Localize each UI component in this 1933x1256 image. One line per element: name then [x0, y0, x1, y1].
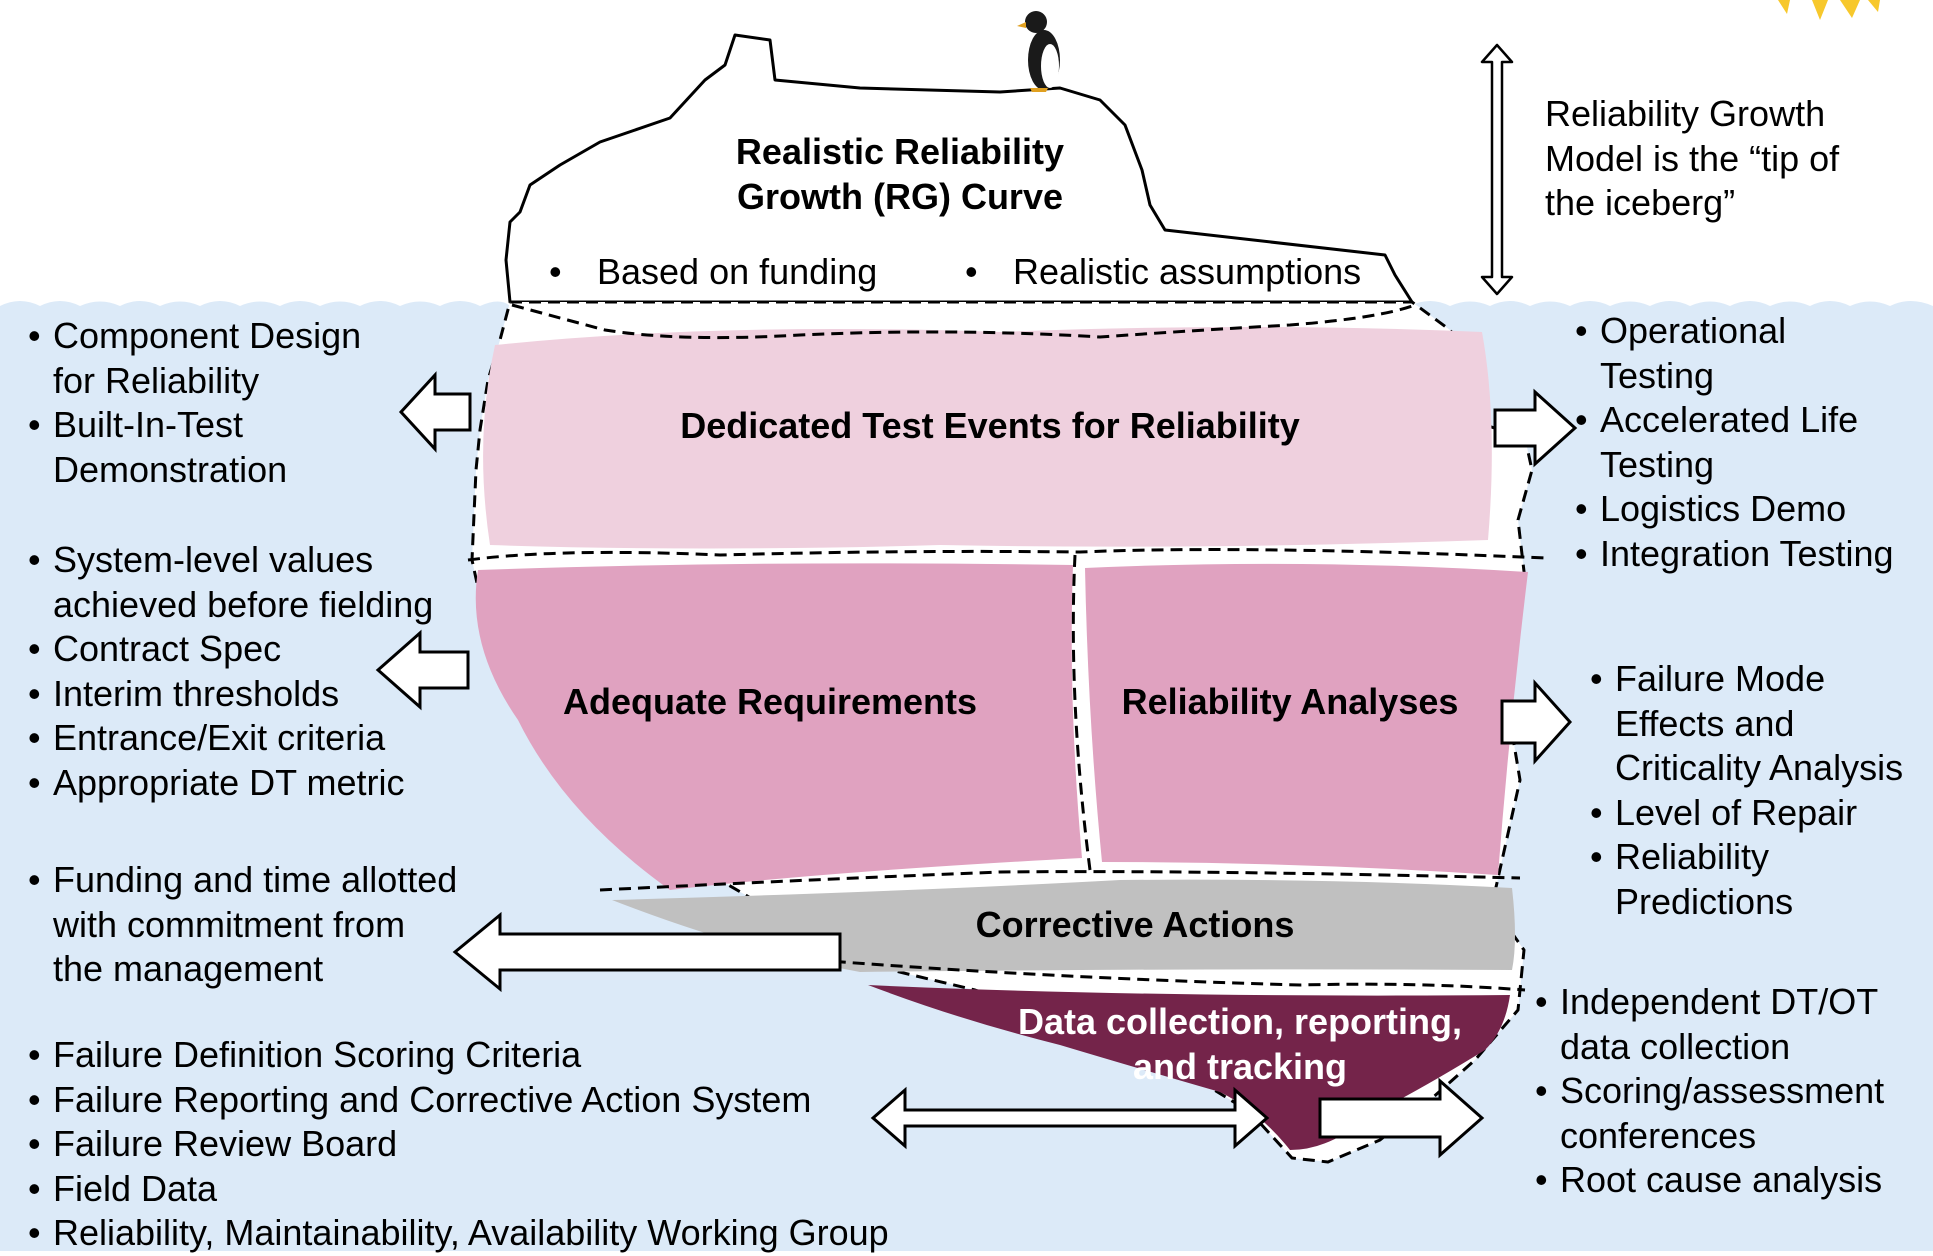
tip-bullet-2: • Realistic assumptions — [965, 250, 1395, 295]
list-item: Integration Testing — [1575, 532, 1894, 577]
dedicated-test-label: Dedicated Test Events for Reliability — [680, 405, 1300, 446]
arrow-left-dedicated — [398, 371, 472, 453]
list-item: Root cause analysis — [1535, 1158, 1884, 1203]
dedicated-test-layer — [483, 327, 1492, 549]
list-item: Contract Spec — [28, 627, 433, 672]
tip-note-line2: Model is the “tip of — [1545, 137, 1840, 179]
adequate-requirements-label: Adequate Requirements — [562, 681, 978, 722]
tip-title-line1: Realistic Reliability — [735, 131, 1065, 172]
requirements-layer — [475, 563, 1082, 890]
arrow-left-corrective — [452, 911, 842, 993]
reliability-analyses-label: Reliability Analyses — [1121, 681, 1459, 722]
iceberg-tip — [504, 33, 1414, 304]
list-item: Appropriate DT metric — [28, 761, 433, 806]
tip-bullet-1-text: Based on funding — [597, 251, 878, 292]
tip-title: Realistic Reliability Growth (RG) Curve — [680, 130, 1120, 219]
arrow-right-analyses — [1500, 679, 1573, 765]
list-item: Field Data — [28, 1167, 889, 1212]
data-collection-label: Data collection, reporting, and tracking — [980, 1000, 1500, 1089]
sun-icon — [1778, 0, 1880, 20]
analyses-layer — [1085, 563, 1528, 875]
list-item: Failure Definition Scoring Criteria — [28, 1033, 889, 1078]
list-item: Failure Review Board — [28, 1122, 889, 1167]
penguin-icon — [1017, 11, 1060, 92]
list-item: Failure Reporting and Corrective Action … — [28, 1078, 889, 1123]
arrow-right-dedicated — [1493, 388, 1578, 468]
data-collection-line1: Data collection, reporting, — [1017, 1001, 1463, 1042]
tip-title-line2: Growth (RG) Curve — [736, 175, 1063, 217]
tip-bullet-1: • Based on funding — [549, 250, 929, 295]
tip-note-line3: the iceberg” — [1545, 182, 1736, 223]
list-item: Level of Repair — [1590, 791, 1903, 836]
arrow-right-data — [1318, 1077, 1485, 1159]
list-item: Entrance/Exit criteria — [28, 716, 433, 761]
tip-height-arrow — [1480, 43, 1514, 296]
list-item: Logistics Demo — [1575, 487, 1894, 532]
tip-bullet-1-dot: • — [549, 251, 562, 292]
corrective-actions-label: Corrective Actions — [975, 904, 1295, 945]
list-item: Reliability, Maintainability, Availabili… — [28, 1211, 889, 1256]
tip-note: Reliability Growth Model is the “tip of … — [1545, 92, 1875, 226]
left-failure-list: Failure Definition Scoring Criteria Fail… — [28, 1033, 889, 1256]
tip-note-line1: Reliability Growth — [1545, 93, 1826, 134]
tip-bullet-2-dot: • — [965, 251, 978, 292]
arrow-both-data — [870, 1086, 1270, 1150]
tip-bullet-2-text: Realistic assumptions — [1013, 251, 1362, 292]
list-item: Interim thresholds — [28, 672, 433, 717]
data-collection-line2: and tracking — [1132, 1045, 1348, 1087]
